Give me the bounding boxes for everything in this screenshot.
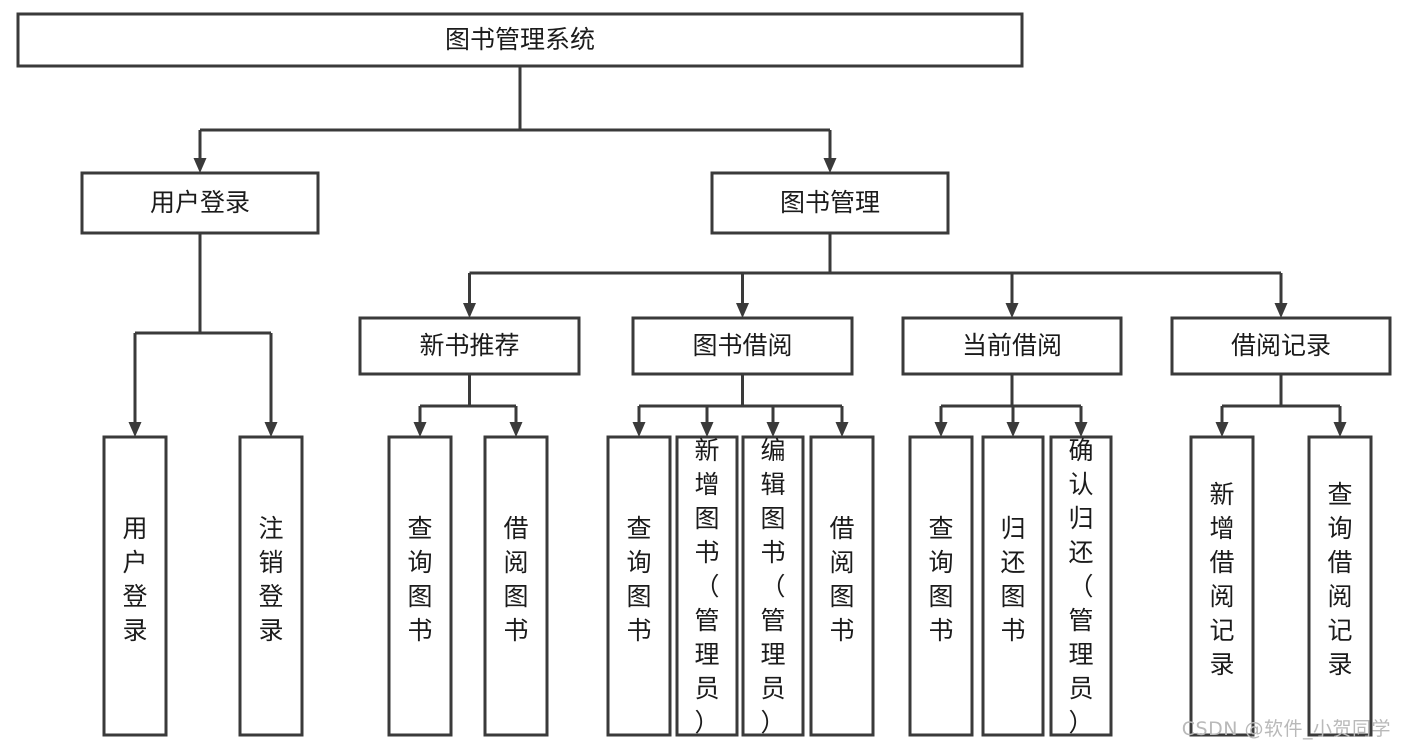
node-label: 新增借阅记录 xyxy=(1209,480,1234,679)
node-leaf-return-book[interactable]: 归还图书 xyxy=(981,435,1045,737)
node-user-login[interactable]: 用户登录 xyxy=(80,171,320,235)
node-leaf-confirm-return[interactable]: 确认归还（管理员） xyxy=(1049,435,1113,737)
node-leaf-user-login[interactable]: 用户登录 xyxy=(102,435,168,737)
node-leaf-add-record[interactable]: 新增借阅记录 xyxy=(1189,435,1255,737)
node-book-borrow[interactable]: 图书借阅 xyxy=(631,316,854,376)
node-leaf-query-record[interactable]: 查询借阅记录 xyxy=(1307,435,1373,737)
node-label: 用户登录 xyxy=(122,514,147,645)
node-borrow-record[interactable]: 借阅记录 xyxy=(1170,316,1392,376)
node-label: 新书推荐 xyxy=(419,331,519,360)
node-leaf-edit-book[interactable]: 编辑图书（管理员） xyxy=(741,435,805,737)
node-layer: 图书管理系统用户登录图书管理新书推荐图书借阅当前借阅借阅记录用户登录注销登录查询… xyxy=(16,12,1392,737)
node-leaf-add-book[interactable]: 新增图书（管理员） xyxy=(675,435,739,737)
node-leaf-borrow-book-2[interactable]: 借阅图书 xyxy=(809,435,875,737)
node-label: 查询借阅记录 xyxy=(1327,480,1352,679)
connector-layer xyxy=(128,66,1347,437)
node-leaf-query-book-1[interactable]: 查询图书 xyxy=(387,435,453,737)
node-label: 借阅图书 xyxy=(503,514,528,645)
node-leaf-borrow-book-1[interactable]: 借阅图书 xyxy=(483,435,549,737)
node-label: 图书管理系统 xyxy=(445,25,595,54)
node-leaf-query-book-3[interactable]: 查询图书 xyxy=(908,435,974,737)
node-label: 编辑图书（管理员） xyxy=(760,436,785,737)
node-label: 归还图书 xyxy=(1000,514,1025,645)
node-label: 查询图书 xyxy=(407,514,432,645)
node-book-manage[interactable]: 图书管理 xyxy=(710,171,950,235)
node-label: 用户登录 xyxy=(150,188,250,217)
node-label: 注销登录 xyxy=(258,514,283,645)
node-label: 图书借阅 xyxy=(692,331,792,360)
node-leaf-query-book-2[interactable]: 查询图书 xyxy=(606,435,672,737)
node-new-book-rec[interactable]: 新书推荐 xyxy=(358,316,581,376)
node-label: 查询图书 xyxy=(928,514,953,645)
node-label: 查询图书 xyxy=(626,514,651,645)
node-leaf-logout[interactable]: 注销登录 xyxy=(238,435,304,737)
node-label: 新增图书（管理员） xyxy=(694,436,719,737)
node-label: 借阅图书 xyxy=(829,514,854,645)
node-label: 确认归还（管理员） xyxy=(1068,436,1093,737)
node-label: 图书管理 xyxy=(780,188,880,217)
node-current-borrow[interactable]: 当前借阅 xyxy=(901,316,1123,376)
node-label: 借阅记录 xyxy=(1231,331,1331,360)
node-label: 当前借阅 xyxy=(962,331,1062,360)
node-root[interactable]: 图书管理系统 xyxy=(16,12,1024,68)
